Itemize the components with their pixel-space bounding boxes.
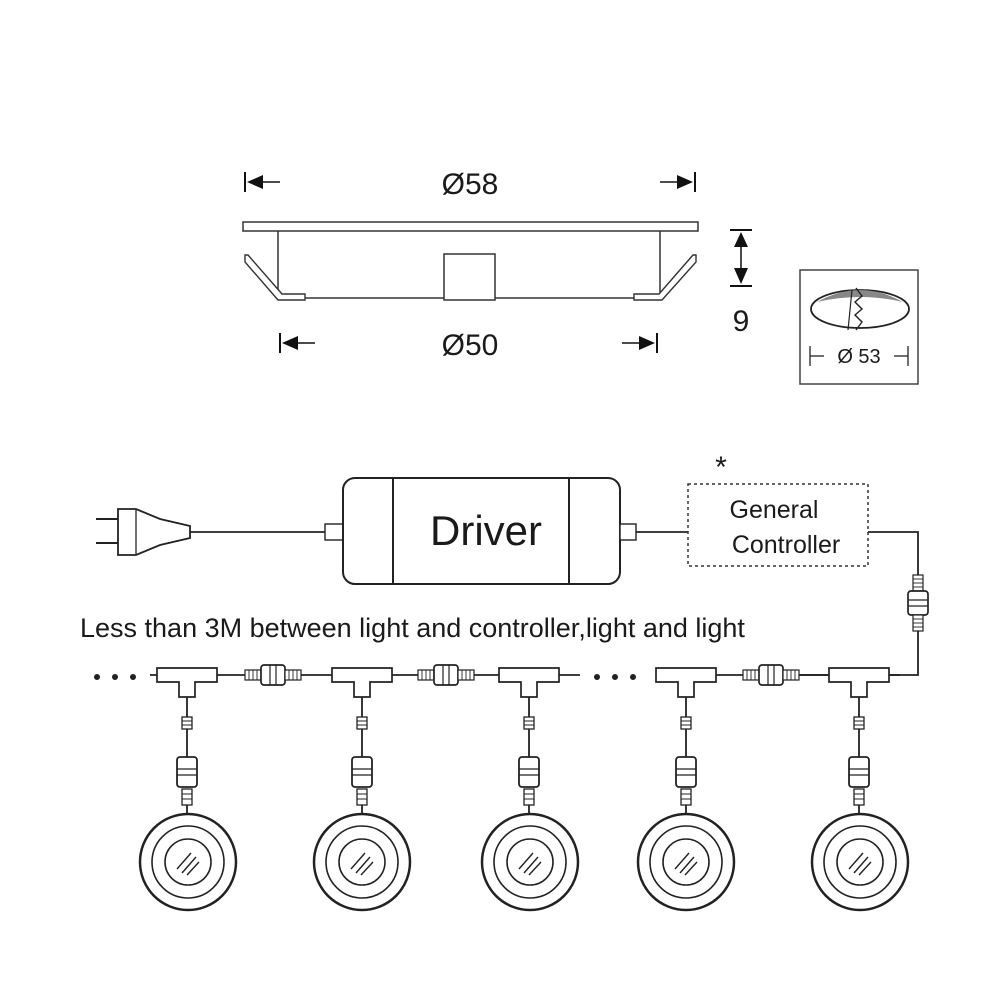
driver-label: Driver bbox=[430, 507, 542, 554]
driver-box bbox=[342, 477, 621, 585]
led-light-2 bbox=[312, 812, 412, 912]
cutout-hole-diagram bbox=[799, 269, 919, 385]
led-light-3 bbox=[480, 812, 580, 912]
continuation-dots-left bbox=[94, 674, 136, 680]
light-unit-4 bbox=[636, 667, 736, 912]
controller-label-line1: General bbox=[730, 496, 819, 524]
driver-input-grommet bbox=[324, 523, 344, 541]
height-dimension bbox=[730, 229, 752, 287]
general-controller-box bbox=[687, 483, 869, 567]
led-light-4 bbox=[636, 812, 736, 912]
light-unit-5 bbox=[810, 667, 910, 912]
light-unit-1 bbox=[138, 667, 238, 912]
power-plug bbox=[96, 508, 191, 556]
cutout-diameter-label: Ø 53 bbox=[837, 346, 880, 368]
lamp-side-profile bbox=[242, 221, 699, 301]
led-light-1 bbox=[138, 812, 238, 912]
bus-connector bbox=[244, 664, 302, 686]
controller-note-mark: * bbox=[715, 451, 727, 484]
controller-label-line2: Controller bbox=[732, 531, 840, 559]
led-light-5 bbox=[810, 812, 910, 912]
inner-diameter-dimension bbox=[279, 333, 658, 353]
inner-diameter-label: Ø50 bbox=[442, 329, 499, 362]
outer-diameter-label: Ø58 bbox=[442, 168, 499, 201]
light-unit-2 bbox=[312, 667, 412, 912]
controller-cable-connector bbox=[907, 574, 929, 632]
continuation-dots-middle bbox=[594, 674, 636, 680]
distance-note: Less than 3M between light and controlle… bbox=[80, 613, 745, 643]
bus-connector bbox=[417, 664, 475, 686]
light-unit-3 bbox=[480, 667, 580, 912]
outer-diameter-dimension bbox=[244, 172, 696, 192]
height-label: 9 bbox=[733, 305, 750, 338]
driver-output-grommet bbox=[619, 523, 637, 541]
bus-connector bbox=[742, 664, 800, 686]
